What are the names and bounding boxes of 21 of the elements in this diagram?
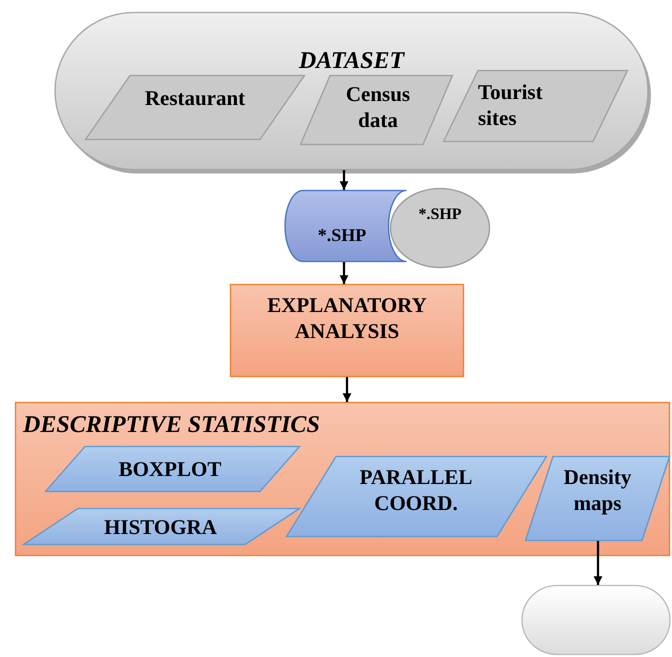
method-parallelogram (286, 456, 547, 537)
process-box (230, 284, 464, 377)
statistics-panel (15, 402, 670, 556)
arrow (340, 170, 348, 190)
arrow (340, 262, 348, 284)
heading: DESCRIPTIVE STATISTICS (23, 411, 321, 440)
node-label: HISTOGRA (103, 514, 218, 540)
method-parallelogram (45, 446, 300, 492)
shapefile-cylinder (285, 190, 407, 262)
node-label: *.SHP (417, 205, 463, 225)
node-label: EXPLANATORY ANALYSIS (266, 292, 428, 344)
rounded-box (522, 585, 670, 655)
node-label: PARALLEL COORD. (358, 464, 474, 516)
method-parallelogram (23, 508, 300, 545)
node-label: Density maps (562, 464, 632, 516)
node-label: BOXPLOT (118, 456, 222, 482)
arrow (342, 377, 352, 402)
method-parallelogram (525, 456, 670, 541)
arrow (594, 541, 602, 585)
node-label: *.SHP (316, 224, 368, 246)
shapefile-ellipse (390, 188, 490, 268)
